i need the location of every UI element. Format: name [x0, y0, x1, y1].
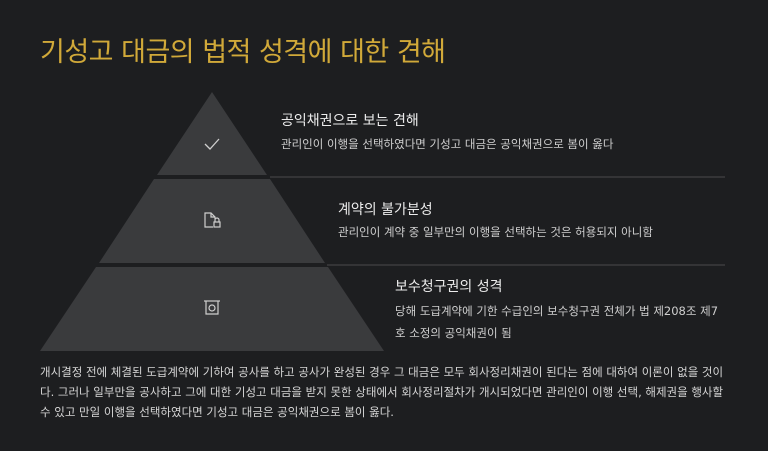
- pyramid-level-1: [157, 92, 267, 175]
- document-lock-icon: [204, 212, 221, 228]
- money-icon: [204, 300, 220, 315]
- summary-paragraph: 개시결정 전에 체결된 도급계약에 기하여 공사를 하고 공사가 완성된 경우 …: [40, 365, 724, 419]
- level-2-heading: 계약의 불가분성: [338, 202, 433, 218]
- level-3-description: 당해 도급계약에 기한 수급인의 보수청구권 전체가 법 제208조 제7호 소…: [395, 304, 719, 340]
- page-title: 기성고 대금의 법적 성격에 대한 견해: [40, 37, 446, 68]
- pyramid-level-2: [99, 179, 325, 263]
- level-2-description: 관리인이 계약 중 일부만의 이행을 선택하는 것은 허용되지 아니함: [338, 225, 653, 239]
- level-1-heading: 공익채권으로 보는 견해: [281, 113, 419, 129]
- pyramid-level-3: [40, 267, 384, 351]
- level-3-heading: 보수청구권의 성격: [395, 279, 503, 295]
- level-1-description: 관리인이 이행을 선택하였다면 기성고 대금은 공익채권으로 봄이 옳다: [281, 137, 614, 151]
- check-icon: [204, 138, 220, 150]
